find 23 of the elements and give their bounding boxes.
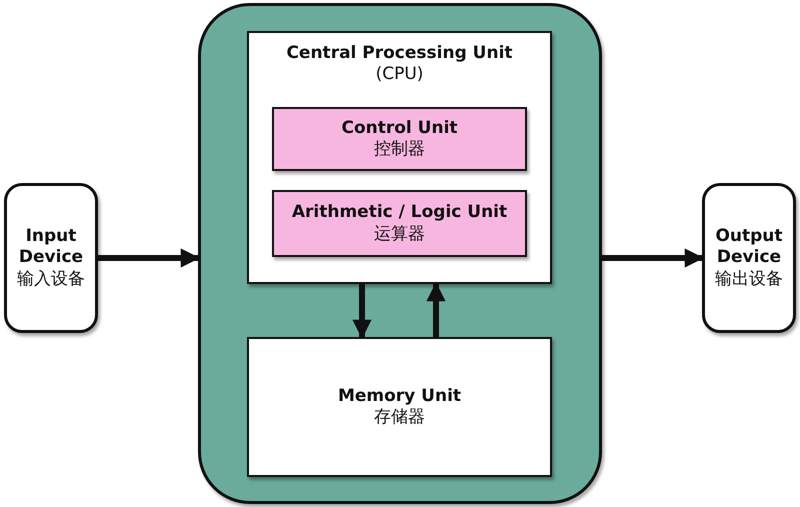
node-title: Memory Unit: [338, 386, 462, 407]
arrow: [602, 248, 704, 268]
arrow: [98, 248, 200, 268]
arrow: [352, 284, 372, 339]
node-title: Control Unit: [341, 118, 458, 139]
node-subtitle: 存储器: [374, 407, 425, 428]
node-title: Output Device: [714, 226, 784, 269]
node-title: Input Device: [18, 226, 84, 269]
unit-box: [272, 190, 527, 257]
node-subtitle: 输出设备: [715, 268, 783, 290]
memory-box: [247, 337, 552, 477]
node-title: Arithmetic / Logic Unit: [292, 202, 508, 224]
arrow: [426, 282, 446, 337]
device-box: [4, 183, 98, 333]
cpu-box: [247, 31, 552, 284]
unit-box: [272, 107, 527, 171]
computer-box: [198, 3, 602, 504]
node-subtitle: 输入设备: [17, 268, 85, 290]
node-subtitle: 控制器: [374, 139, 425, 160]
node-subtitle: (CPU): [376, 64, 424, 86]
node-subtitle: 运算器: [374, 224, 425, 245]
node-title: Central Processing Unit: [286, 43, 513, 64]
device-box: [702, 183, 796, 333]
